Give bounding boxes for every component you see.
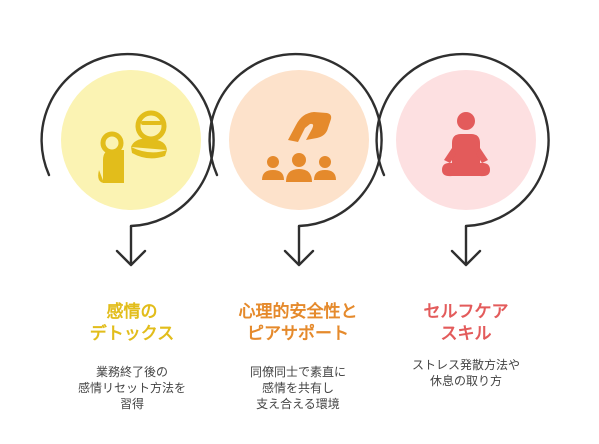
item-2-desc-line-1: 同僚同士で素直に xyxy=(249,365,346,379)
item-1-desc-line-3: 習得 xyxy=(119,397,144,411)
item-3-desc-line-1: ストレス発散方法や xyxy=(411,358,520,372)
item-3-title-line-2: スキル xyxy=(440,324,492,344)
item-3-arrow-down-icon xyxy=(450,249,482,267)
item-3-title-line-1: セルフケア xyxy=(423,302,509,322)
support-hand-people-icon xyxy=(262,112,336,182)
item-1-title-line-1: 感情の xyxy=(106,302,158,322)
item-1-title: 感情の デトックス xyxy=(47,301,217,345)
item-2-ring xyxy=(208,52,383,228)
item-3-node xyxy=(375,52,550,267)
item-1-arrow-down-icon xyxy=(115,249,147,267)
item-3-description: ストレス発散方法や 休息の取り方 xyxy=(381,357,551,389)
item-1-node xyxy=(40,52,215,267)
item-3-desc-line-2: 休息の取り方 xyxy=(429,374,502,388)
item-2-arrow-down-icon xyxy=(283,249,315,267)
item-1-desc-line-2: 感情リセット方法を xyxy=(77,381,186,395)
item-2-desc-line-2: 感情を共有し xyxy=(261,381,334,395)
detox-faces-icon xyxy=(98,110,167,183)
item-2-title-line-1: 心理的安全性と xyxy=(238,302,358,322)
item-2-title-line-2: ピアサポート xyxy=(247,324,349,344)
item-2-description: 同僚同士で素直に 感情を共有し 支え合える環境 xyxy=(213,364,383,412)
meditation-person-icon xyxy=(442,112,490,177)
item-2-node xyxy=(208,52,383,267)
item-1-title-line-2: デトックス xyxy=(89,324,175,344)
item-1-description: 業務終了後の 感情リセット方法を 習得 xyxy=(47,364,217,412)
item-3-title: セルフケア スキル xyxy=(381,301,551,345)
item-1-circle xyxy=(61,70,201,210)
item-2-title: 心理的安全性と ピアサポート xyxy=(213,301,383,345)
item-2-desc-line-3: 支え合える環境 xyxy=(256,397,340,411)
item-1-ring xyxy=(40,52,215,228)
item-1-desc-line-1: 業務終了後の xyxy=(95,365,168,379)
item-3-ring xyxy=(375,52,550,228)
